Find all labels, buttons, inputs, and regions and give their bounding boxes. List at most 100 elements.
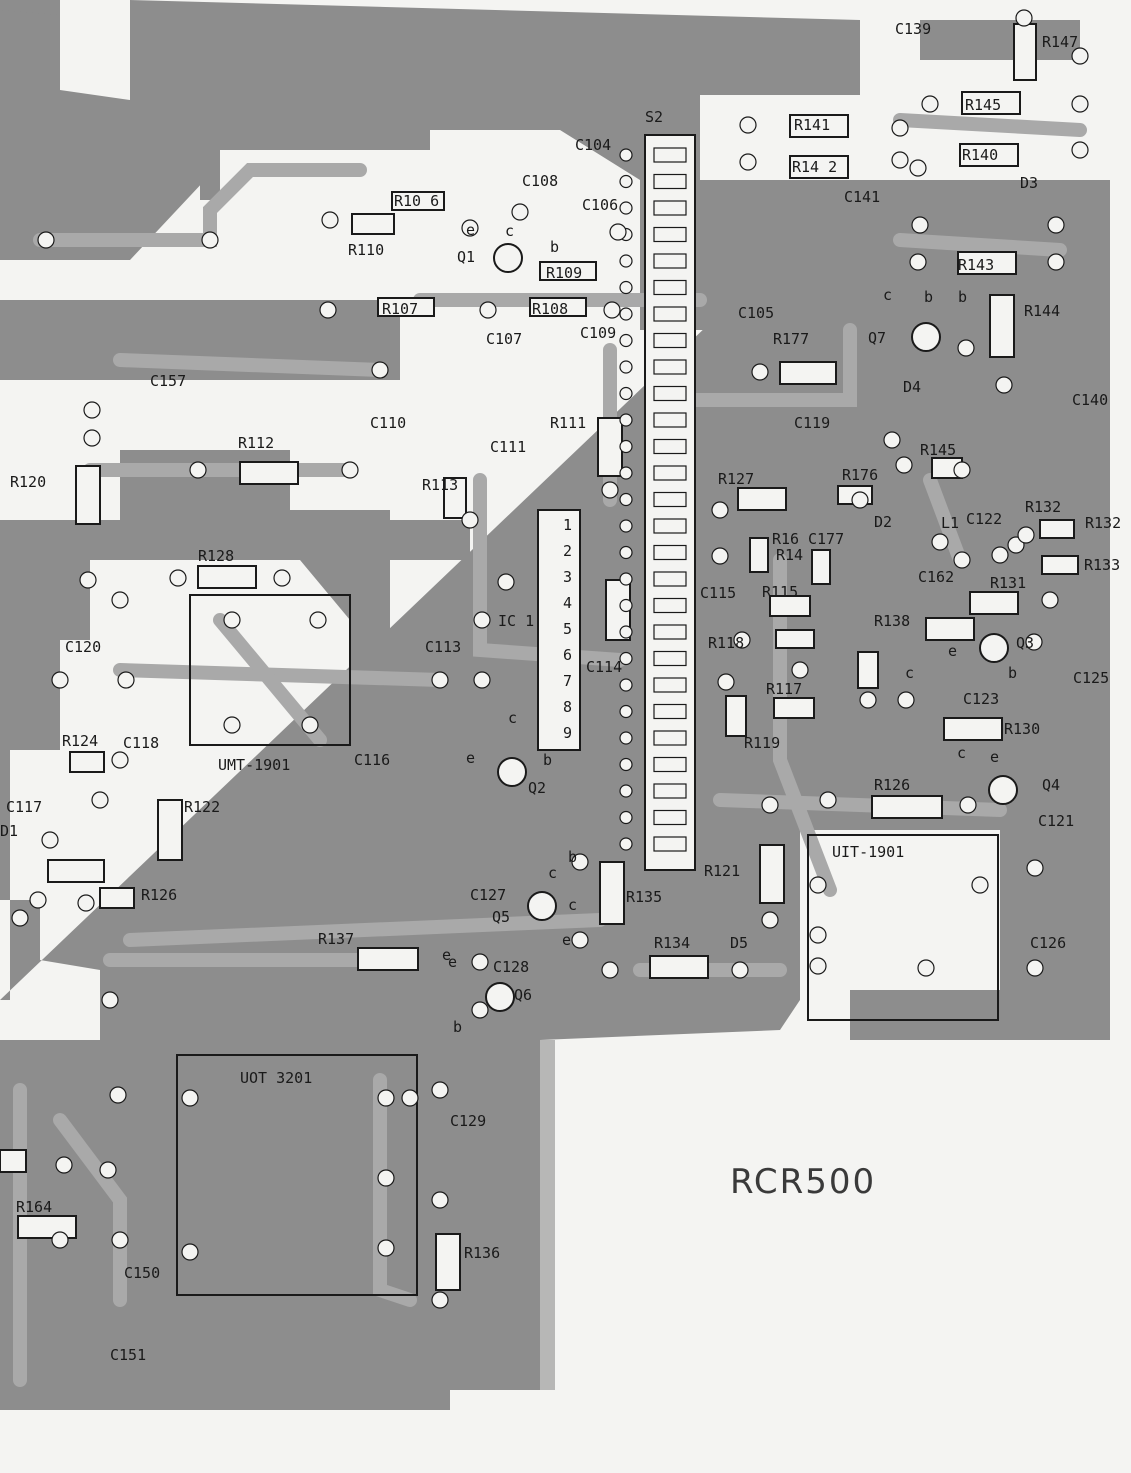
via-pad <box>41 831 59 849</box>
ic-pin-number: 5 <box>563 620 572 638</box>
component-label: R164 <box>16 1198 52 1216</box>
s2-pad <box>619 201 633 215</box>
ic-pin-number: 7 <box>563 672 572 690</box>
component-label: R137 <box>318 930 354 948</box>
component-label: R143 <box>958 256 994 274</box>
s2-pad <box>619 333 633 348</box>
s2-contact <box>653 226 687 243</box>
component-label: C108 <box>522 172 558 190</box>
s2-pad <box>619 439 633 454</box>
component-label: C177 <box>808 530 844 548</box>
component-label: R130 <box>1004 720 1040 738</box>
s2-pad <box>619 678 633 692</box>
via-pad <box>571 853 589 871</box>
s2-pad <box>619 386 633 401</box>
s2-contact <box>653 438 687 455</box>
s2-contact <box>653 412 687 428</box>
component-label: C105 <box>738 304 774 322</box>
via-pad <box>431 1191 449 1209</box>
via-pad <box>1015 9 1033 27</box>
via-pad <box>377 1089 395 1107</box>
s2-contact <box>653 332 687 349</box>
via-pad <box>931 533 949 551</box>
component-label: D4 <box>903 378 921 396</box>
via-pad <box>1026 859 1044 877</box>
transistor-terminal: b <box>1008 664 1017 682</box>
s2-pad <box>619 519 633 533</box>
transistor-terminal: b <box>568 848 577 866</box>
via-pad <box>791 661 809 679</box>
via-pad <box>953 551 971 569</box>
component-label: R133 <box>1084 556 1120 574</box>
component-label: R111 <box>550 414 586 432</box>
component-label: R126 <box>874 776 910 794</box>
s2-pad <box>619 254 633 268</box>
via-pad <box>377 1169 395 1187</box>
component-label: R132 <box>1085 514 1121 532</box>
s2-contact <box>653 783 687 799</box>
transistor-terminal: e <box>442 946 451 964</box>
s2-contact <box>653 359 687 375</box>
s2-pad <box>619 810 633 825</box>
via-pad <box>223 611 241 629</box>
s2-pad <box>619 731 633 745</box>
component-label: R145 <box>965 96 1001 114</box>
component-label: C127 <box>470 886 506 904</box>
ic-pin-number: 2 <box>563 542 572 560</box>
via-pad <box>1017 526 1035 544</box>
via-pad <box>991 546 1009 564</box>
s2-pad <box>619 280 633 295</box>
component-label: R124 <box>62 732 98 750</box>
via-pad <box>909 159 927 177</box>
component-label: Q2 <box>528 779 546 797</box>
transistor-terminal: e <box>990 748 999 766</box>
component-label: C107 <box>486 330 522 348</box>
via-pad <box>891 151 909 169</box>
via-pad <box>731 961 749 979</box>
component-label: D2 <box>874 513 892 531</box>
component-label: D1 <box>0 822 18 840</box>
component-label: C116 <box>354 751 390 769</box>
s2-contact <box>653 703 687 720</box>
via-pad <box>883 431 901 449</box>
via-pad <box>189 461 207 479</box>
via-pad <box>751 363 769 381</box>
board-title: RCR500 <box>730 1162 877 1202</box>
via-pad <box>377 1239 395 1257</box>
via-pad <box>431 1081 449 1099</box>
via-pad <box>921 95 939 113</box>
component-label: Q5 <box>492 908 510 926</box>
via-pad <box>55 1156 73 1174</box>
ic-pin-number: 3 <box>563 568 572 586</box>
resistors <box>0 23 1079 1291</box>
via-pad <box>83 429 101 447</box>
component-label: R107 <box>382 300 418 318</box>
s2-contact <box>653 597 687 614</box>
via-pad <box>341 461 359 479</box>
via-pad <box>897 691 915 709</box>
via-pad <box>571 931 589 949</box>
component-label: D5 <box>730 934 748 952</box>
component-label: R122 <box>184 798 220 816</box>
component-label: IC 1 <box>498 612 534 630</box>
via-pad <box>109 1086 127 1104</box>
component-label: R135 <box>626 888 662 906</box>
via-pad <box>431 1291 449 1309</box>
via-pad <box>953 461 971 479</box>
component-label: Q4 <box>1042 776 1060 794</box>
via-pad <box>1026 959 1044 977</box>
s2-pad <box>619 545 633 560</box>
component-label: Q6 <box>514 986 532 1004</box>
via-pad <box>971 876 989 894</box>
component-label: R112 <box>238 434 274 452</box>
via-pad <box>1047 216 1065 234</box>
via-pad <box>471 1001 489 1019</box>
transistor-terminal: c <box>905 664 914 682</box>
transistor-terminal: b <box>543 751 552 769</box>
component-label: R109 <box>546 264 582 282</box>
via-pad <box>859 691 877 709</box>
via-pad <box>733 631 751 649</box>
via-pad <box>497 573 515 591</box>
component-label: C125 <box>1073 669 1109 687</box>
s2-contact <box>653 200 687 216</box>
